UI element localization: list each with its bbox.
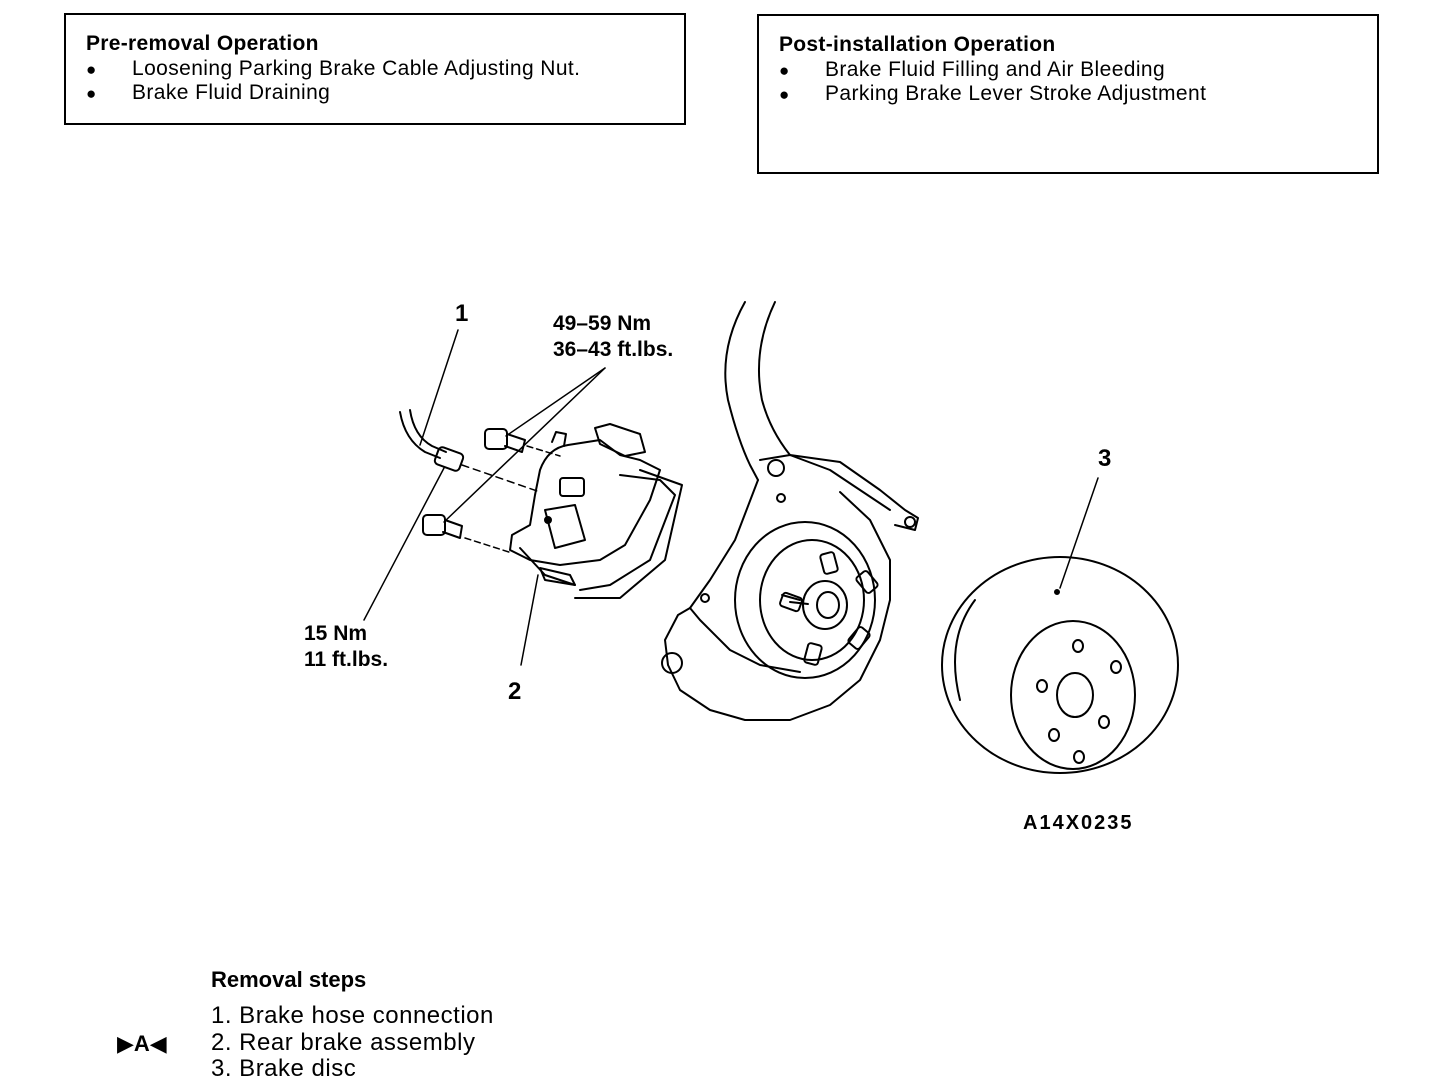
post-installation-item: ● Parking Brake Lever Stroke Adjustment: [779, 82, 1206, 106]
leader-line-torque-upper: [505, 367, 606, 437]
removal-step: 1. Brake hose connection: [211, 1002, 494, 1029]
part-number-1: 1: [455, 300, 469, 327]
bullet-icon: ●: [779, 85, 790, 104]
leader-line-part1: [419, 329, 459, 446]
leader-line-part2: [520, 574, 539, 666]
post-installation-item-text: Parking Brake Lever Stroke Adjustment: [825, 82, 1207, 105]
leader-line-torque-hose: [363, 467, 445, 621]
bullet-icon: ●: [779, 61, 790, 80]
post-installation-item-text: Brake Fluid Filling and Air Bleeding: [825, 58, 1166, 81]
knuckle-hub-illustration: [661, 301, 919, 721]
leader-lines: [363, 329, 1099, 666]
bullet-icon: ●: [86, 60, 97, 79]
pre-removal-item: ● Brake Fluid Draining: [86, 81, 330, 105]
part-number-2: 2: [508, 678, 522, 705]
figure-code: A14X0235: [1023, 812, 1134, 834]
torque-hose-nm: 15 Nm: [304, 622, 368, 645]
removal-step: 2. Rear brake assembly: [211, 1029, 476, 1056]
bullet-icon: ●: [86, 84, 97, 103]
post-installation-box: Post-installation Operation ● Brake Fluid…: [757, 14, 1379, 174]
part-number-3: 3: [1098, 445, 1112, 472]
pre-removal-box: Pre-removal Operation ● Loosening Parking…: [64, 13, 686, 125]
post-installation-item: ● Brake Fluid Filling and Air Bleeding: [779, 58, 1165, 82]
brake-disc-illustration: [941, 556, 1179, 774]
brake-hose-illustration: [399, 409, 541, 493]
torque-hose-ftlbs: 11 ft.lbs.: [304, 648, 389, 671]
removal-steps-title: Removal steps: [211, 967, 367, 992]
rear-brake-caliper-illustration: [509, 423, 683, 599]
torque-bracket-ftlbs: 36–43 ft.lbs.: [553, 338, 674, 361]
pre-removal-item: ● Loosening Parking Brake Cable Adjusting…: [86, 57, 580, 81]
post-installation-title: Post-installation Operation: [779, 33, 1056, 56]
service-point-marker: ▶A◀: [117, 1031, 167, 1056]
caliper-bolt-upper: [484, 428, 561, 457]
leader-line-part3: [1059, 477, 1099, 589]
leader-line-torque-lower: [443, 367, 606, 523]
removal-step: 3. Brake disc: [211, 1055, 357, 1082]
pre-removal-item-text: Brake Fluid Draining: [132, 81, 331, 104]
caliper-bolt-lower: [422, 514, 513, 554]
pre-removal-item-text: Loosening Parking Brake Cable Adjusting …: [132, 57, 581, 80]
torque-bracket-nm: 49–59 Nm: [553, 312, 652, 335]
pre-removal-title: Pre-removal Operation: [86, 32, 319, 55]
